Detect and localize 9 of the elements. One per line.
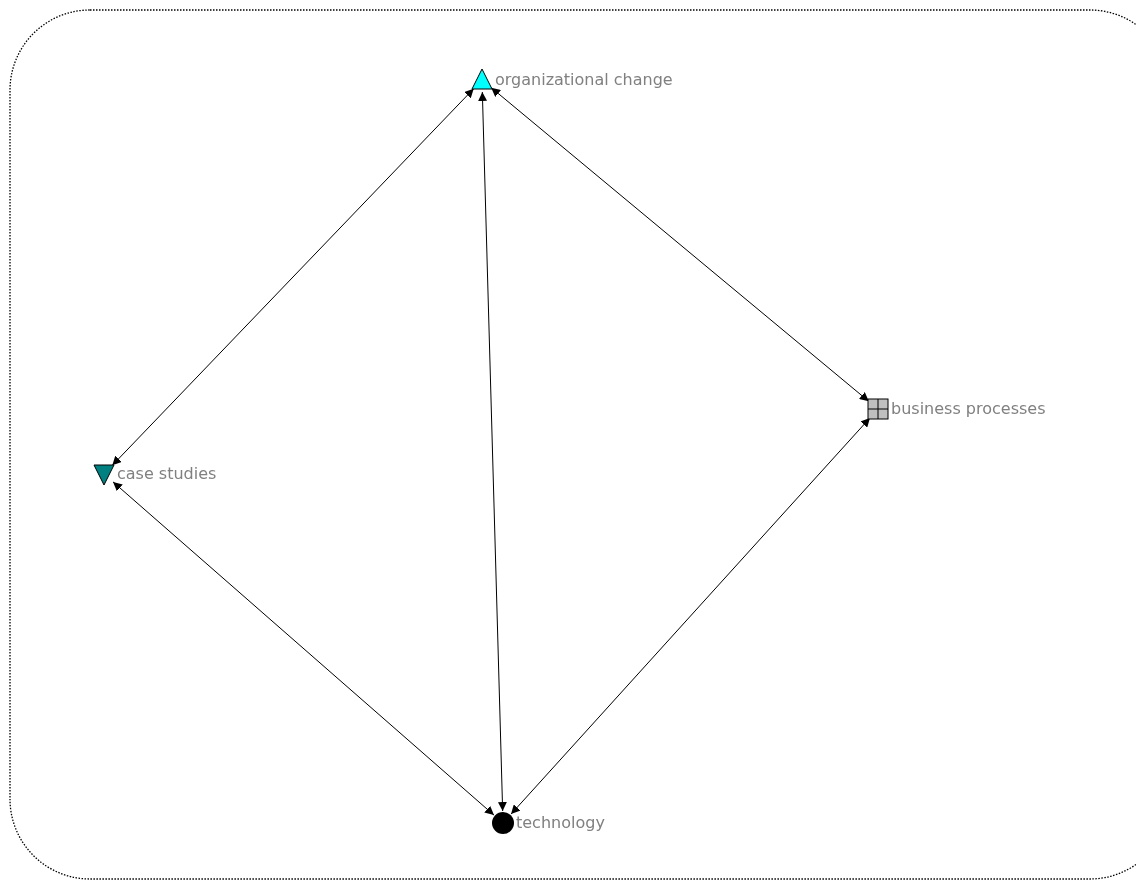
- node-label: business processes: [891, 399, 1046, 419]
- arrow: [112, 481, 495, 816]
- arrow: [111, 88, 475, 466]
- node-label: case studies: [117, 464, 217, 484]
- node-label: organizational change: [495, 70, 673, 90]
- arrow: [478, 91, 507, 812]
- node-label: technology: [516, 813, 605, 833]
- arrow: [510, 417, 871, 815]
- arrow: [490, 87, 870, 402]
